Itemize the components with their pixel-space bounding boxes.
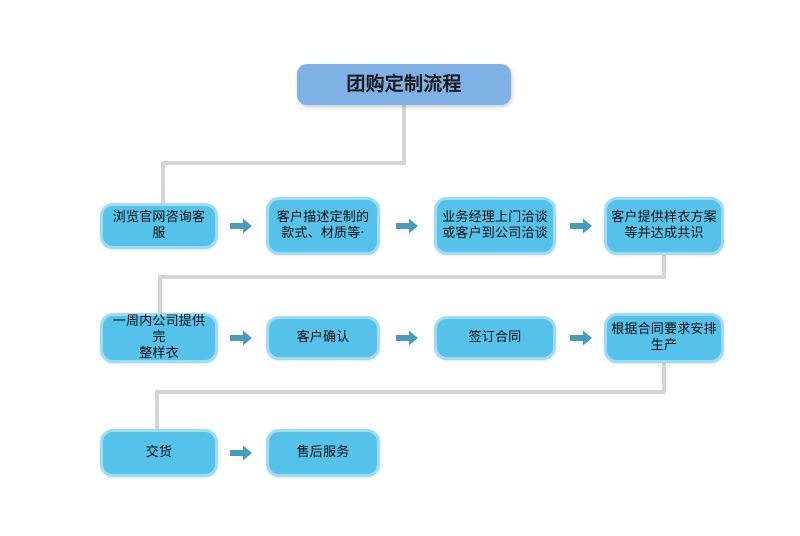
arrow-right-icon <box>396 330 418 346</box>
flowchart-step-2-label: 客户描述定制的 款式、材质等· <box>276 209 370 241</box>
flowchart-step-4[interactable]: 客户提供样衣方案 等并达成共识 <box>604 197 724 255</box>
flowchart-title-node: 团购定制流程 <box>297 64 511 105</box>
arrow-right-icon <box>230 218 252 234</box>
arrow-right-icon <box>396 218 418 234</box>
flowchart-step-7-label: 签订合同 <box>468 329 522 345</box>
flowchart-step-8[interactable]: 根据合同要求安排 生产 <box>604 313 724 363</box>
connector-row1-to-row2 <box>158 248 666 315</box>
flowchart-step-4-label: 客户提供样衣方案 等并达成共识 <box>611 209 717 241</box>
connector-row2-to-row3 <box>155 361 666 431</box>
flowchart-step-2[interactable]: 客户描述定制的 款式、材质等· <box>266 197 380 255</box>
flowchart-step-5-label: 一周内公司提供完 整样衣 <box>112 313 206 362</box>
flowchart-step-10[interactable]: 售后服务 <box>266 429 380 477</box>
flowchart-step-10-label: 售后服务 <box>296 444 350 460</box>
flowchart-step-6-label: 客户确认 <box>296 329 350 345</box>
flowchart-step-3[interactable]: 业务经理上门洽谈 或客户到公司洽谈 <box>434 197 556 255</box>
arrow-right-icon <box>570 330 592 346</box>
flowchart-step-9[interactable]: 交货 <box>100 429 218 477</box>
connector-title-to-row1 <box>161 103 406 204</box>
flowchart-step-9-label: 交货 <box>145 444 173 460</box>
flowchart-title-label: 团购定制流程 <box>346 72 462 95</box>
flowchart-step-3-label: 业务经理上门洽谈 或客户到公司洽谈 <box>442 209 548 241</box>
flowchart-step-1[interactable]: 浏览官网咨询客服 <box>100 203 218 249</box>
flowchart-step-8-label: 根据合同要求安排 生产 <box>611 321 717 353</box>
flowchart-step-6[interactable]: 客户确认 <box>266 316 380 360</box>
arrow-right-icon <box>230 445 252 461</box>
arrow-right-icon <box>230 330 252 346</box>
flowchart-step-5[interactable]: 一周内公司提供完 整样衣 <box>100 313 218 363</box>
flowchart-step-1-label: 浏览官网咨询客服 <box>112 209 206 241</box>
flowchart-step-7[interactable]: 签订合同 <box>434 316 556 360</box>
arrow-right-icon <box>570 218 592 234</box>
